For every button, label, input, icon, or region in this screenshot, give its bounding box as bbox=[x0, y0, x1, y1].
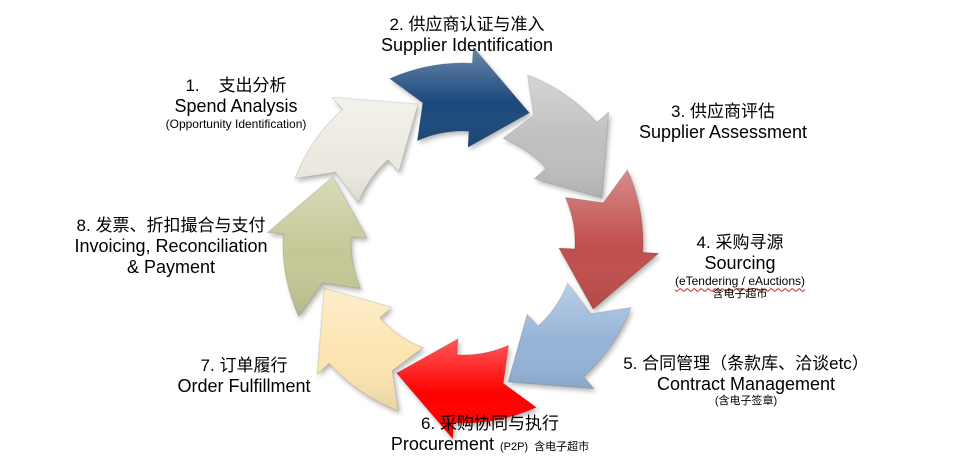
step-1-cn: 支出分析 bbox=[218, 76, 287, 95]
cycle-arrow-gloss-4 bbox=[558, 169, 659, 310]
step-4-en: Sourcing bbox=[704, 253, 776, 274]
step-5-note: (含电子签章) bbox=[714, 395, 778, 408]
step-6-title-cn: 6. 采购协同与执行 bbox=[340, 414, 640, 434]
step-2-title-cn: 2. 供应商认证与准入 bbox=[337, 15, 597, 35]
cycle-arrow-gloss-3 bbox=[503, 75, 609, 198]
cycle-arrow-gloss-7 bbox=[317, 288, 423, 411]
step-3-title-cn: 3. 供应商评估 bbox=[613, 102, 833, 122]
step-6-label: 6. 采购协同与执行 Procurement (P2P) 含电子超市 bbox=[340, 414, 640, 455]
step-3-en: Supplier Assessment bbox=[638, 122, 808, 143]
step-6-extra: (P2P) bbox=[499, 441, 529, 454]
step-2-label: 2. 供应商认证与准入 Supplier Identification bbox=[337, 15, 597, 56]
step-4-note: 含电子超市 bbox=[712, 288, 768, 301]
step-8-cn: 发票、折扣撮合与支付 bbox=[95, 216, 266, 235]
step-3-label: 3. 供应商评估 Supplier Assessment bbox=[613, 102, 833, 143]
step-4-number: 4. bbox=[696, 233, 711, 252]
step-1-en: Spend Analysis bbox=[174, 96, 298, 117]
step-8-title-cn: 8. 发票、折扣撮合与支付 bbox=[36, 216, 306, 236]
step-4-label: 4. 采购寻源 Sourcing (eTendering / eAuctions… bbox=[640, 233, 840, 301]
step-3-number: 3. bbox=[671, 102, 686, 121]
step-6-en-line: Procurement (P2P) 含电子超市 bbox=[340, 434, 640, 455]
cycle-arrow-gloss-1 bbox=[295, 97, 418, 203]
step-5-number: 5. bbox=[623, 354, 638, 373]
step-7-number: 7. bbox=[200, 356, 215, 375]
step-7-en: Order Fulfillment bbox=[177, 376, 311, 397]
cycle-arrow-gloss-2 bbox=[389, 47, 530, 148]
step-4-sub: (eTendering / eAuctions) bbox=[674, 274, 806, 289]
step-8-en2: & Payment bbox=[126, 257, 216, 278]
step-2-en: Supplier Identification bbox=[380, 35, 554, 56]
cycle-arrow-gloss-8 bbox=[267, 176, 368, 317]
step-3-cn: 供应商评估 bbox=[689, 102, 775, 121]
step-7-label: 7. 订单履行 Order Fulfillment bbox=[134, 356, 354, 397]
step-8-number: 8. bbox=[76, 216, 91, 235]
step-6-note: 含电子超市 bbox=[534, 441, 590, 454]
step-6-number: 6. bbox=[421, 414, 436, 433]
step-5-label: 5. 合同管理（条款库、洽谈etc） Contract Management (… bbox=[596, 354, 896, 408]
step-5-cn: 合同管理（条款库、洽谈etc） bbox=[642, 354, 869, 373]
step-2-number: 2. bbox=[389, 15, 404, 34]
step-4-cn: 采购寻源 bbox=[715, 233, 784, 252]
step-7-title-cn: 7. 订单履行 bbox=[134, 356, 354, 376]
step-1-number: 1. bbox=[185, 76, 200, 95]
cycle-arrow-gloss-6 bbox=[396, 338, 537, 439]
step-8-label: 8. 发票、折扣撮合与支付 Invoicing, Reconciliation … bbox=[36, 216, 306, 279]
step-4-title-cn: 4. 采购寻源 bbox=[640, 233, 840, 253]
step-1-sub: (Opportunity Identification) bbox=[165, 117, 307, 132]
step-5-en: Contract Management bbox=[656, 374, 836, 395]
step-7-cn: 订单履行 bbox=[219, 356, 288, 375]
step-1-title-cn: 1. 支出分析 bbox=[106, 76, 366, 96]
step-5-title-cn: 5. 合同管理（条款库、洽谈etc） bbox=[596, 354, 896, 374]
cycle-arrow-gloss-5 bbox=[508, 283, 631, 389]
step-8-en: Invoicing, Reconciliation bbox=[74, 236, 268, 257]
step-6-en: Procurement bbox=[390, 434, 494, 455]
step-6-cn: 采购协同与执行 bbox=[439, 414, 559, 433]
step-2-cn: 供应商认证与准入 bbox=[408, 15, 545, 34]
step-1-label: 1. 支出分析 Spend Analysis (Opportunity Iden… bbox=[106, 76, 366, 131]
